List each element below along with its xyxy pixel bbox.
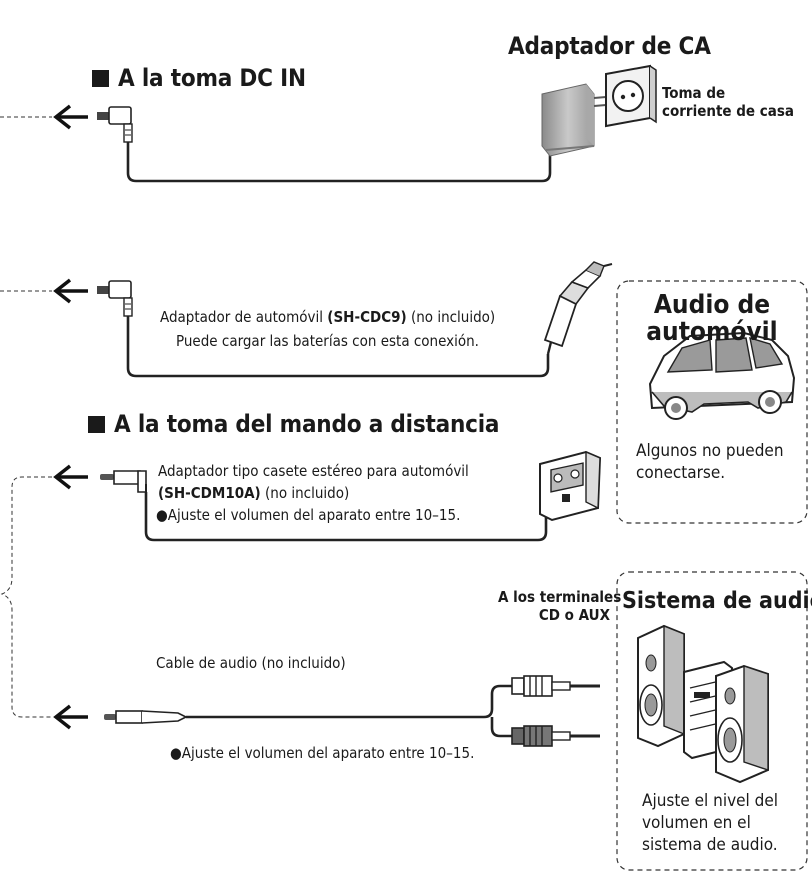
car-adapter-model: (SH-CDC9) bbox=[327, 308, 407, 326]
cassette-adapter-model-line: (SH-CDM10A) (no incluido) bbox=[158, 484, 349, 502]
outlet-label-line1: Toma de bbox=[662, 84, 726, 102]
car-adapter-cable bbox=[126, 316, 550, 378]
wall-outlet-icon bbox=[605, 64, 657, 128]
section-heading-text: A la toma del mando a distancia bbox=[114, 410, 500, 438]
audio-cable-label: Cable de audio (no incluido) bbox=[156, 654, 346, 672]
mini-plug-icon bbox=[104, 710, 188, 724]
cassette-cable bbox=[144, 492, 548, 542]
cassette-adapter-label: Adaptador tipo casete estéreo para autom… bbox=[158, 462, 469, 480]
arrow-left-icon bbox=[53, 704, 88, 730]
rca-plug-icon bbox=[511, 675, 600, 697]
arrow-left-icon bbox=[53, 104, 88, 130]
audio-volume-note: ●Ajuste el volumen del aparato entre 10–… bbox=[170, 744, 474, 762]
car-audio-title-line2: automóvil bbox=[646, 317, 778, 348]
car-adapter-note: (no incluido) bbox=[410, 308, 496, 326]
cassette-adapter-model: (SH-CDM10A) bbox=[158, 484, 261, 502]
cassette-icon bbox=[539, 450, 602, 522]
section-heading-text: A la toma DC IN bbox=[118, 64, 306, 92]
cigarette-plug-icon bbox=[543, 261, 613, 355]
cassette-volume-note: ●Ajuste el volumen del aparato entre 10–… bbox=[156, 506, 460, 524]
mini-plug-icon bbox=[100, 470, 147, 493]
outlet-label-line2: corriente de casa bbox=[662, 102, 795, 120]
dc-plug-icon bbox=[97, 280, 133, 317]
car-icon bbox=[648, 331, 796, 420]
car-adapter-name: Adaptador de automóvil bbox=[160, 308, 323, 326]
car-audio-title-line1: Audio de bbox=[653, 290, 771, 320]
audio-cable bbox=[186, 684, 512, 738]
terminals-label-line1: A los terminales bbox=[498, 588, 622, 606]
ac-cable bbox=[126, 142, 552, 183]
audio-system-title: Sistema de audio bbox=[622, 588, 812, 614]
car-adapter-charge-note: Puede cargar las baterías con esta conex… bbox=[176, 332, 479, 350]
cassette-adapter-note: (no incluido) bbox=[265, 484, 350, 502]
arrow-left-icon bbox=[53, 464, 88, 490]
car-audio-note: Algunos no pueden conectarse. bbox=[636, 441, 784, 484]
section-heading-dc-in: A la toma DC IN bbox=[92, 64, 306, 93]
audio-volume-text: Ajuste el volumen del aparato entre 10–1… bbox=[181, 744, 475, 762]
car-adapter-label: Adaptador de automóvil (SH-CDC9) (no inc… bbox=[160, 308, 495, 326]
ac-adapter-title: Adaptador de CA bbox=[508, 32, 711, 60]
car-audio-box bbox=[616, 280, 808, 524]
audio-system-note: Ajuste el nivel del volumen en el sistem… bbox=[642, 791, 779, 856]
ac-adapter-icon bbox=[541, 83, 607, 157]
square-bullet-icon bbox=[88, 416, 105, 433]
bullet-icon: ● bbox=[170, 744, 182, 762]
bullet-icon: ● bbox=[156, 506, 168, 524]
arrow-left-icon bbox=[53, 278, 88, 304]
stereo-system-icon bbox=[637, 624, 769, 784]
rca-plug-icon bbox=[511, 725, 600, 747]
audio-system-box bbox=[616, 571, 808, 871]
dc-plug-icon bbox=[97, 106, 133, 143]
terminals-label-line2: CD o AUX bbox=[538, 606, 610, 624]
dashed-bracket bbox=[0, 476, 52, 718]
square-bullet-icon bbox=[92, 70, 109, 87]
cassette-volume-text: Ajuste el volumen del aparato entre 10–1… bbox=[167, 506, 461, 524]
section-heading-remote: A la toma del mando a distancia bbox=[88, 410, 500, 439]
